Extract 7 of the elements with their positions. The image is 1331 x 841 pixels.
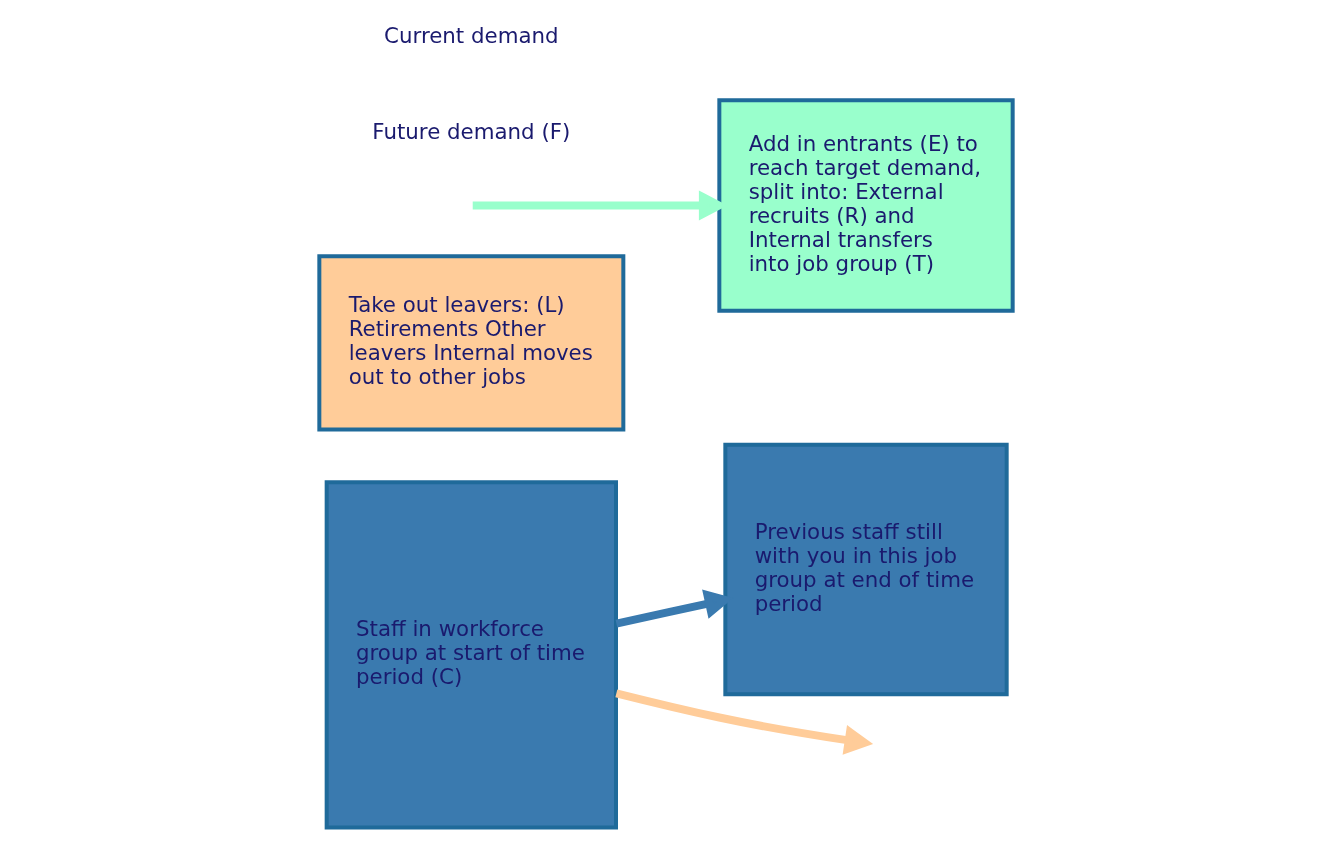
node-box: Add in entrants (E) to reach target demand, split into: External recruits (R) and Internal transfers into job group (T) <box>716 98 1015 313</box>
label: Future demand (F) <box>371 118 570 144</box>
node-box: Take out leavers: (L) Retirements Other leavers Internal moves out to other jobs <box>316 254 625 432</box>
node-box: Staff in workforce group at start of time period (C) <box>324 480 618 830</box>
label: Current demand <box>383 22 559 48</box>
node-box: Previous staff still with you in this job group at end of time period <box>722 442 1009 697</box>
arrow <box>614 689 873 755</box>
